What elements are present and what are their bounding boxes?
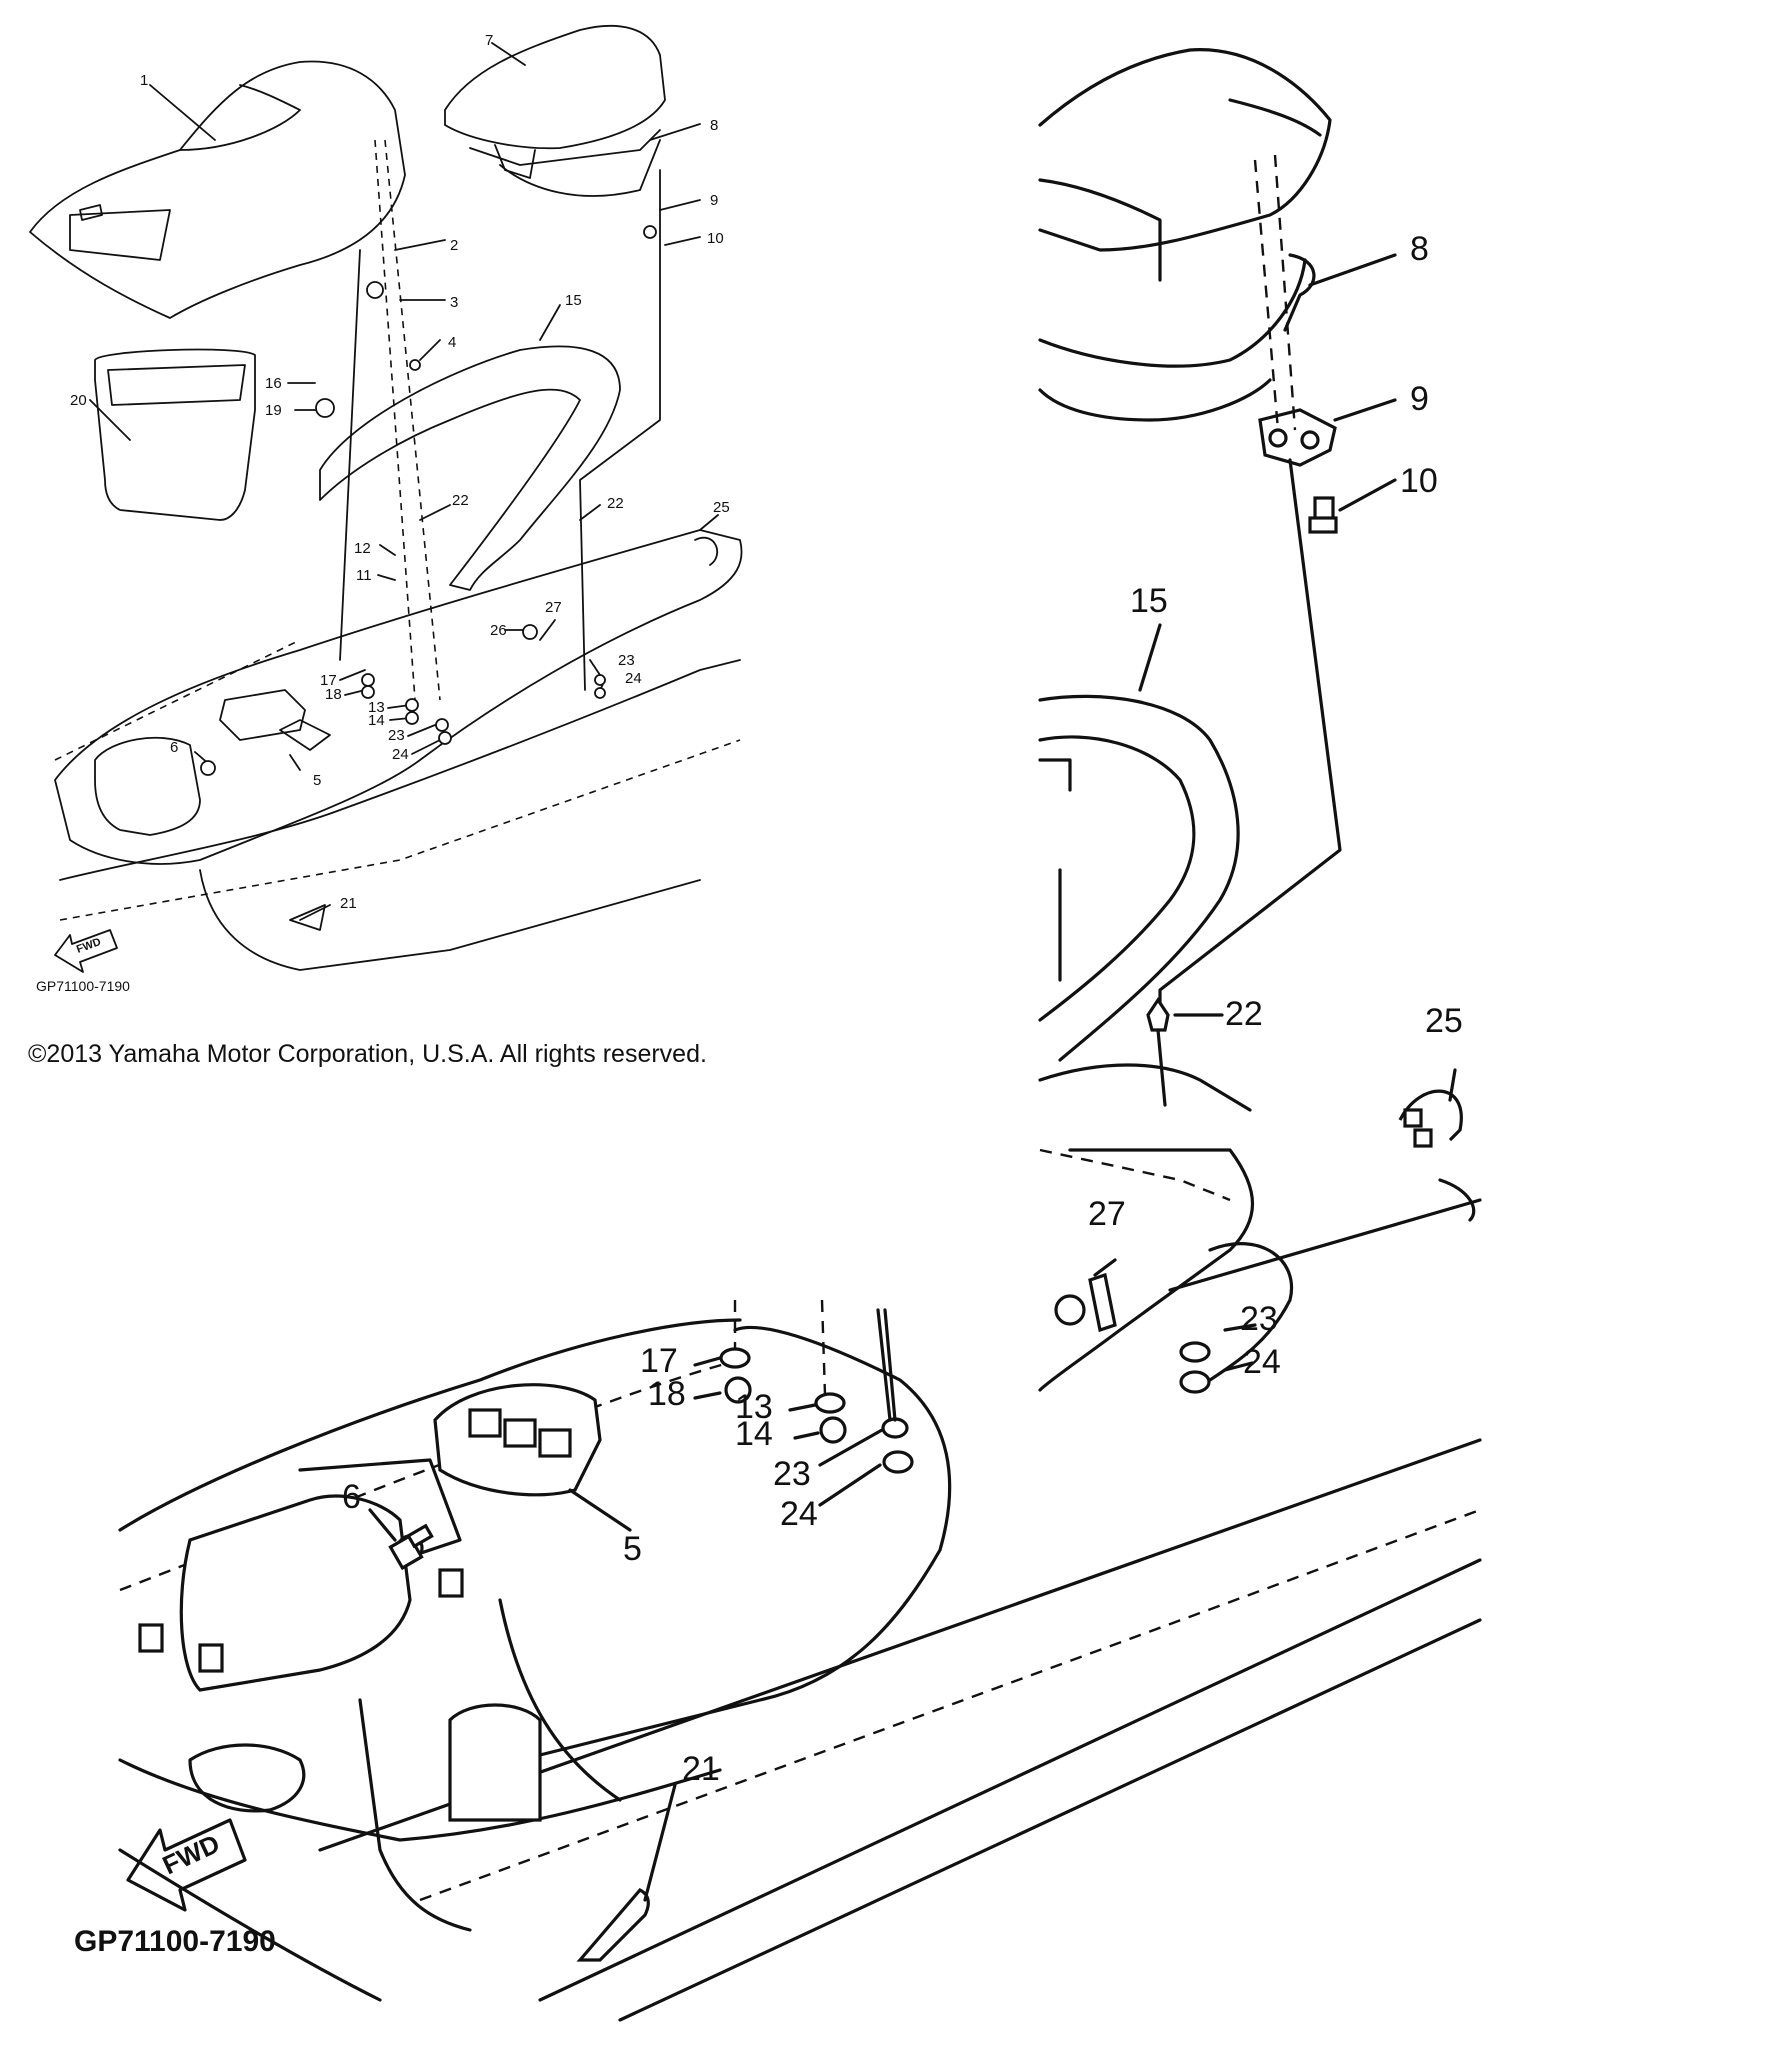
callout: 20 (70, 392, 87, 409)
callout: 2 (450, 237, 458, 254)
callout: 10 (707, 230, 724, 247)
callout: 6 (342, 1478, 361, 1516)
callout: 22 (452, 492, 469, 509)
copyright-notice: ©2013 Yamaha Motor Corporation, U.S.A. A… (28, 1040, 707, 1068)
callout: 24 (780, 1495, 818, 1533)
callout: 18 (648, 1375, 686, 1413)
callout: 16 (265, 375, 282, 392)
callout: 12 (354, 540, 371, 557)
callout: 17 (640, 1342, 678, 1380)
panel-5 (219, 689, 306, 741)
bolt-10 (1308, 496, 1338, 534)
clip-25 (1398, 1089, 1463, 1148)
pin-22 (1146, 997, 1170, 1107)
callout: 24 (392, 746, 409, 763)
callout: 19 (265, 402, 282, 419)
callout: 27 (545, 599, 562, 616)
callout: 11 (356, 567, 372, 584)
callout: 14 (368, 712, 385, 729)
callout: 24 (625, 670, 642, 687)
callout: 21 (682, 1750, 720, 1788)
callout: 25 (713, 499, 730, 516)
seat-7-closeup (1038, 48, 1332, 422)
callout: 13 (368, 699, 385, 716)
console-closeup (138, 1458, 542, 1822)
console (94, 736, 201, 836)
panel-5-closeup (433, 1383, 602, 1497)
callout: 13 (735, 1388, 773, 1426)
callout: 8 (1410, 230, 1429, 268)
callout: 22 (607, 495, 624, 512)
callout: 18 (325, 686, 342, 703)
callout: 25 (1425, 1002, 1463, 1040)
overview-callout-labels: 1 2 3 4 5 6 7 8 9 10 11 12 13 14 15 16 1… (70, 32, 730, 912)
callout: 9 (710, 192, 718, 209)
detail-callout-labels: 8 9 10 15 22 25 27 23 24 17 18 13 14 23 … (342, 230, 1463, 1788)
shroud-15-closeup (1038, 694, 1240, 1062)
callout: 4 (448, 334, 456, 351)
callout: 24 (1243, 1343, 1281, 1381)
callout: 10 (1400, 462, 1438, 500)
callout: 23 (618, 652, 635, 669)
callout: 14 (735, 1415, 773, 1453)
bracket-9 (1258, 408, 1337, 467)
callout: 6 (170, 739, 178, 756)
callout: 7 (485, 32, 493, 49)
callout: 5 (313, 772, 321, 789)
hull-closeup (1038, 1063, 1482, 1392)
callout: 23 (773, 1455, 811, 1493)
hardware-stack (719, 1272, 1211, 1474)
callout: 23 (1240, 1300, 1278, 1338)
callout: 17 (320, 672, 337, 689)
callout: 8 (710, 117, 718, 134)
callout: 23 (388, 727, 405, 744)
callout: 9 (1410, 380, 1429, 418)
diagram-code-small: GP71100-7190 (36, 978, 130, 994)
callout: 15 (1130, 582, 1168, 620)
callout: 22 (1225, 995, 1263, 1033)
bolt-6 (388, 1523, 434, 1571)
storage-bin-20 (94, 348, 256, 521)
callout: 26 (490, 622, 507, 639)
decal-21 (576, 1888, 650, 1962)
callout: 27 (1088, 1195, 1126, 1233)
seat-bracket-8 (499, 139, 661, 197)
callout: 5 (623, 1530, 642, 1568)
shroud-15 (319, 345, 621, 591)
callout: 21 (340, 895, 357, 912)
callout: 3 (450, 294, 458, 311)
seat-1 (29, 60, 406, 319)
callout: 15 (565, 292, 582, 309)
detail-leaders (368, 253, 1457, 1902)
diagram-code-large: GP71100-7190 (74, 1925, 276, 1958)
hull-outline (54, 529, 743, 971)
callout: 1 (140, 72, 148, 89)
overview-leaders (89, 42, 719, 921)
